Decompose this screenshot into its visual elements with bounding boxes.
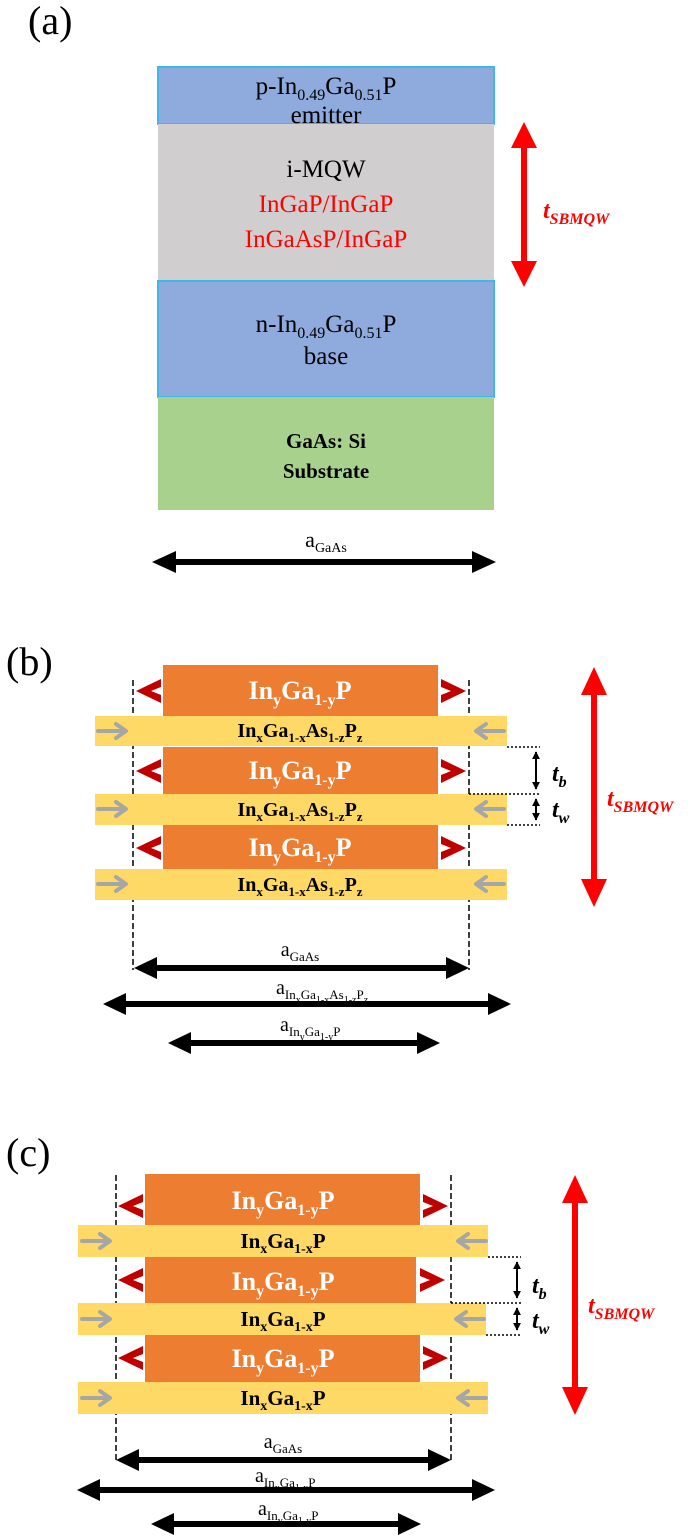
well-formula-c3: InxGa1-xP (240, 1386, 325, 1414)
tsbmqw-label-c: tSBMQW (588, 1293, 656, 1323)
tsbmqw-label-b: tSBMQW (607, 786, 675, 816)
well-formula-c1: InxGa1-xP (240, 1229, 325, 1257)
well-layer-b3 (95, 869, 507, 900)
well-formula-b3: InxGa1-xAs1-zPz (237, 874, 362, 899)
barrier-formula-b3: InyGa1-yP (248, 833, 351, 866)
agaas-label-c: aGaAs (264, 1431, 303, 1456)
base-layer (157, 280, 495, 398)
tw-label-b: tw (552, 797, 570, 827)
tb-label-b: tb (552, 761, 567, 791)
well-layer-b1 (95, 716, 507, 746)
tensile-chevrons-c (118, 1194, 448, 1370)
base-name: base (304, 343, 348, 370)
panel-b: (b) InyGa1-yP InxGa1-xAs1-zPz InyGa1-yP … (6, 639, 675, 1054)
barrier-formula-b1: InyGa1-yP (248, 676, 351, 709)
agaas-label-a: aGaAs (305, 527, 347, 556)
barrier-layer-b3 (163, 825, 438, 870)
well-layer-c2 (78, 1303, 486, 1335)
panel-c-label: (c) (6, 1130, 50, 1175)
agaas-arrow-c (116, 1449, 451, 1471)
compressive-arrows-c (80, 1232, 488, 1407)
barrier-formula-c2: InyGa1-yP (231, 1267, 334, 1300)
agaas-arrow-b (134, 957, 469, 979)
well-formula-c2: InxGa1-xP (240, 1307, 325, 1335)
base-formula: n-In0.49Ga0.51P (256, 311, 397, 342)
barrier-layer-c3 (145, 1335, 420, 1382)
barrier-layer-b2 (163, 747, 438, 794)
well-formula-b2: InxGa1-xAs1-zPz (237, 799, 362, 824)
well-formula-b1: InxGa1-xAs1-zPz (237, 720, 362, 745)
awell-arrow-b (103, 993, 511, 1015)
substrate-material: GaAs: Si (286, 429, 366, 453)
mqw-title: i-MQW (286, 156, 366, 183)
awell-arrow-c (77, 1479, 495, 1501)
well-layer-b2 (95, 794, 507, 825)
barrier-formula-c3: InyGa1-yP (231, 1344, 334, 1377)
panel-a: (a) p-In0.49Ga0.51P emitter i-MQW InGaP/… (28, 0, 611, 573)
barrier-formula-c1: InyGa1-yP (231, 1186, 334, 1219)
tsbmqw-arrow-b (581, 667, 607, 907)
barrier-formula-b2: InyGa1-yP (248, 756, 351, 789)
abarrier-arrow-b (168, 1032, 440, 1054)
tensile-chevrons-b (136, 679, 466, 860)
tsbmqw-arrow-c (562, 1175, 588, 1415)
substrate-name: Substrate (283, 459, 369, 483)
mqw-type-2: InGaAsP/InGaP (245, 226, 408, 253)
substrate-layer (158, 397, 494, 510)
tw-label-c: tw (532, 1308, 550, 1338)
barrier-layer-c1 (145, 1174, 420, 1225)
mqw-layer (158, 124, 494, 281)
mqw-type-1: InGaP/InGaP (259, 191, 394, 218)
panel-a-label: (a) (28, 0, 72, 43)
tsbmqw-label-a: tSBMQW (543, 198, 611, 228)
emitter-formula: p-In0.49Ga0.51P (256, 73, 397, 104)
well-layer-c3 (78, 1382, 488, 1414)
tb-label-c: tb (532, 1273, 547, 1303)
panel-b-label: (b) (6, 639, 53, 684)
abarrier-label-b: aInyGa1-yP (280, 1014, 340, 1043)
abarrier-arrow-c (151, 1513, 421, 1535)
panel-c: (c) InyGa1-yP InxGa1-xP InyGa1-yP InxGa1… (6, 1130, 656, 1535)
agaas-arrow-a (152, 551, 496, 573)
compressive-arrows-b (96, 722, 506, 893)
agaas-label-b: aGaAs (281, 939, 320, 964)
tsbmqw-arrow-a (511, 122, 537, 287)
well-layer-c1 (78, 1225, 488, 1257)
awell-label-b: aInxGa1-xAs1-zPz (276, 977, 369, 1006)
barrier-layer-b1 (163, 665, 438, 717)
emitter-layer (157, 66, 495, 125)
barrier-layer-c2 (145, 1257, 416, 1303)
